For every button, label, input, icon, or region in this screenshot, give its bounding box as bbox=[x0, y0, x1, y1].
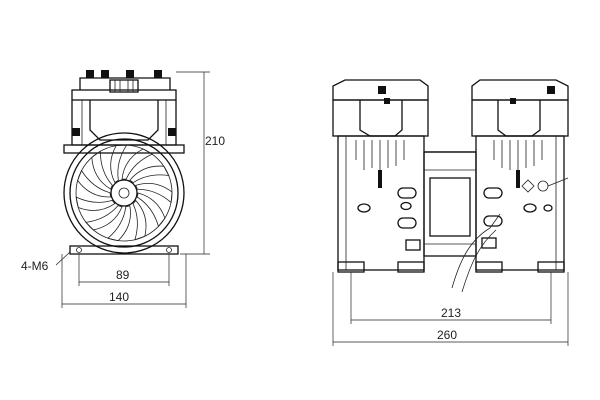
fan-blade bbox=[136, 192, 166, 228]
fan-blade bbox=[132, 199, 147, 241]
front-head bbox=[71, 70, 177, 101]
fan-blade bbox=[107, 205, 131, 242]
dim-front-width: 140 bbox=[61, 254, 187, 308]
fan-blade bbox=[75, 196, 116, 211]
fan-blade bbox=[110, 144, 128, 183]
fan-blade bbox=[129, 165, 170, 184]
valve-symbols bbox=[521, 177, 569, 193]
fan-blade bbox=[77, 169, 112, 198]
dim-front-hole-spacing: 89 bbox=[78, 254, 170, 286]
side-body bbox=[337, 135, 565, 273]
dim-hole-spec: 4-M6 bbox=[21, 251, 71, 273]
dim-side-length: 260 bbox=[332, 272, 569, 346]
dim-height-label: 210 bbox=[205, 134, 225, 148]
side-head-right bbox=[471, 79, 569, 137]
fan-blade bbox=[135, 182, 173, 204]
front-view bbox=[63, 70, 185, 255]
side-slots bbox=[357, 187, 553, 251]
side-valves bbox=[355, 140, 543, 188]
side-view bbox=[332, 79, 569, 293]
cooling-fan-icon bbox=[63, 132, 185, 254]
front-width-label: 140 bbox=[109, 290, 129, 304]
dim-height: 210 bbox=[176, 71, 225, 255]
front-base bbox=[69, 245, 179, 255]
hole-spec-label: 4-M6 bbox=[21, 259, 49, 273]
dim-side-hole-spacing: 213 bbox=[350, 272, 552, 324]
mount-hole-icon bbox=[76, 247, 82, 253]
front-hole-spacing-label: 89 bbox=[116, 268, 130, 282]
side-length-label: 260 bbox=[437, 328, 457, 342]
fan-blade bbox=[91, 150, 113, 190]
fan-blade bbox=[85, 205, 123, 231]
mount-hole-icon bbox=[166, 247, 172, 253]
side-hole-spacing-label: 213 bbox=[441, 306, 461, 320]
side-head-left bbox=[332, 79, 429, 137]
fan-blade bbox=[121, 148, 154, 180]
lead-wires bbox=[451, 213, 501, 293]
